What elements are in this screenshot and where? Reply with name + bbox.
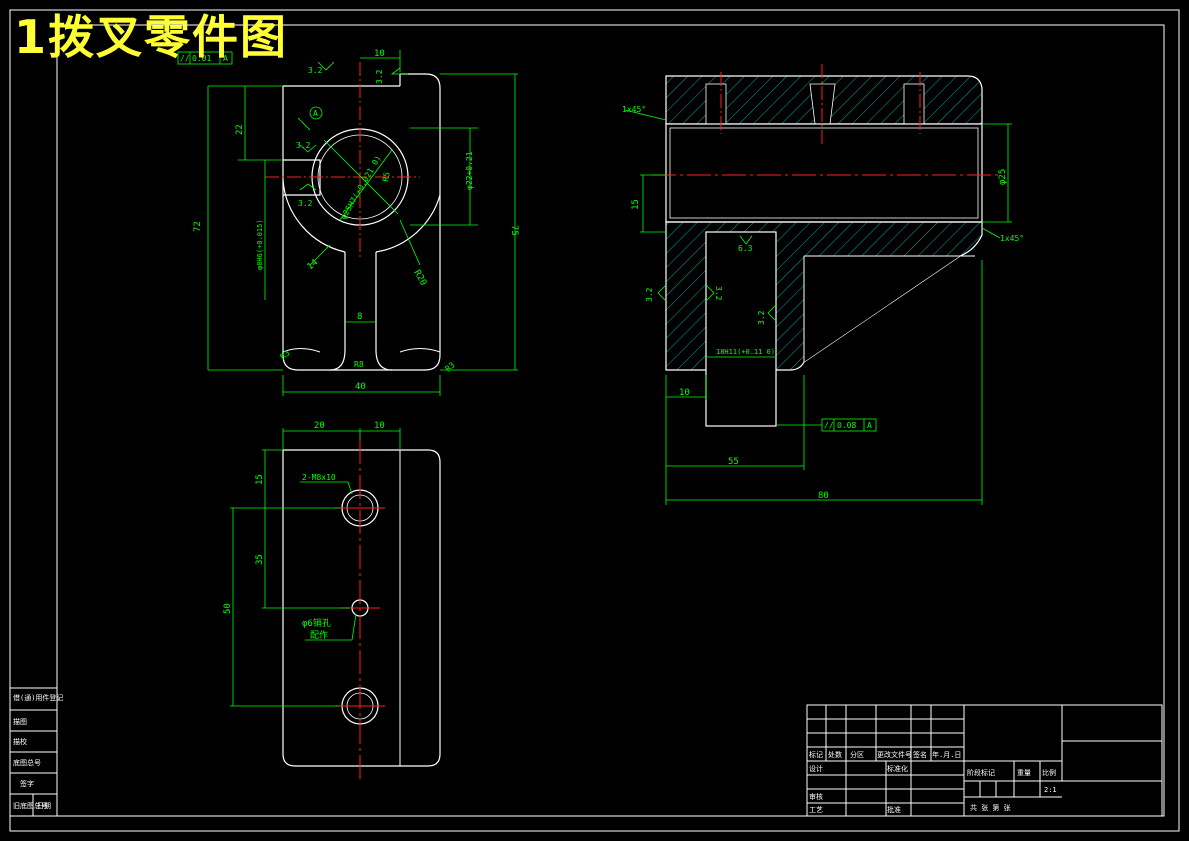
dim-b-h15: 15 xyxy=(255,474,265,485)
dim-b-h50: 50 xyxy=(223,603,233,614)
dim-r-large: R20 xyxy=(411,269,428,288)
strip-text-4: 底图总号 xyxy=(13,758,41,767)
tb-standard: 标准化 xyxy=(887,764,908,773)
strip-text-2: 描图 xyxy=(13,717,27,726)
strip-text-6: 旧底图总号 xyxy=(13,801,48,810)
rough-sec-3: 3.2 xyxy=(757,310,766,325)
dim-22: 22 xyxy=(235,124,245,135)
dim-slot-8: 8 xyxy=(357,312,362,322)
dim-bore: φ25H7(+0.021 0) xyxy=(339,154,383,221)
dim-left-vert: φ8H6(+0.015) xyxy=(256,219,264,270)
strip-text-3: 描校 xyxy=(13,737,27,746)
note-thread: 2-M8x10 xyxy=(302,473,336,482)
left-strip xyxy=(9,687,58,817)
dim-t14: 14 xyxy=(306,258,321,273)
tolerance-frame-front: // 0.01 A xyxy=(177,51,233,65)
note-pin-hole: φ6销孔 xyxy=(302,617,331,629)
dim-total-40: 40 xyxy=(355,382,366,392)
rough-front-4: 3.2 xyxy=(308,66,323,75)
tb-design: 设计 xyxy=(809,764,823,773)
dim-slot: 18H11(+0.11 0) xyxy=(716,348,775,356)
strip-text-1: 借(通)用件登记 xyxy=(13,693,63,702)
tol-sec-sym: // xyxy=(824,421,834,430)
inner-border xyxy=(56,24,1165,817)
tb-date: 年.月.日 xyxy=(932,750,961,759)
datum-a-label: A xyxy=(313,109,318,118)
section-view: // 0.08 A 1x45° 1x45° φ25 15 10 55 80 18… xyxy=(622,64,1024,505)
rough-front-3: 3.2 xyxy=(298,199,313,208)
outer-border xyxy=(9,9,1180,832)
tol-sec-datum: A xyxy=(867,421,872,430)
tb-review: 审核 xyxy=(809,792,823,801)
dim-b-w10: 10 xyxy=(374,421,385,431)
tb-sign: 签名 xyxy=(913,750,927,759)
tb-scale-value: 2:1 xyxy=(1044,786,1057,794)
strip-text-7: 日期 xyxy=(37,802,51,810)
note-pin-hole-2: 配作 xyxy=(310,629,328,641)
dim-75: 75 xyxy=(509,225,519,236)
tb-approve: 批准 xyxy=(887,805,901,814)
rough-sec-2: 3.2 xyxy=(714,286,723,301)
rough-sec-1: 3.2 xyxy=(645,287,654,302)
dim-bore-right: φ22+0.21 xyxy=(465,151,474,190)
bottom-view: 20 10 15 35 50 2-M8x10 φ6销孔 配作 xyxy=(223,421,441,780)
tb-mark: 标记 xyxy=(809,750,823,759)
dim-fillet-b: R8 xyxy=(354,360,364,369)
tb-zone: 分区 xyxy=(850,750,864,759)
dim-w10: 10 xyxy=(679,388,690,398)
dim-b-w20: 20 xyxy=(314,421,325,431)
tb-process: 工艺 xyxy=(809,806,823,814)
dim-72: 72 xyxy=(193,221,203,232)
dim-w55: 55 xyxy=(728,457,739,467)
strip-text-5: 签字 xyxy=(20,779,34,788)
tol-sec-val: 0.08 xyxy=(837,421,856,430)
dim-height-15: 15 xyxy=(631,199,641,210)
tb-change-doc: 更改文件号 xyxy=(877,750,912,759)
dim-w80: 80 xyxy=(818,491,829,501)
tolerance-frame-section: // 0.08 A xyxy=(821,418,877,432)
rough-front-2: 3.2 xyxy=(296,141,311,150)
dim-b-h35: 35 xyxy=(255,554,265,565)
front-view: A // 0.01 A 10 40 72 75 22 8 φ25H7(+0.02… xyxy=(177,49,519,396)
dim-chamfer-top: 1x45° xyxy=(622,105,646,114)
tb-weight: 重量 xyxy=(1017,769,1031,777)
dim-r63: 6.3 xyxy=(738,244,753,253)
tol-front-datum: A xyxy=(223,54,228,63)
title-block xyxy=(806,704,1163,817)
dim-r-small: R5 xyxy=(381,171,392,182)
dim-diam-25: φ25 xyxy=(998,169,1008,185)
datum-a-bubble xyxy=(309,106,323,120)
tb-count: 处数 xyxy=(828,750,842,759)
rough-front-1: 3.2 xyxy=(375,69,384,84)
dim-fillet-a: R3 xyxy=(279,348,292,361)
tb-sheets: 共 张 第 张 xyxy=(970,803,1011,812)
dim-top-10: 10 xyxy=(374,49,385,59)
tb-scale: 比例 xyxy=(1042,768,1056,777)
drawing-title: 1拨叉零件图 xyxy=(14,10,289,64)
dim-chamfer-bottom: 1x45° xyxy=(1000,234,1024,243)
tb-stage: 阶段标记 xyxy=(967,768,995,777)
tol-front-sym: // xyxy=(180,54,190,63)
tol-front-val: 0.01 xyxy=(192,54,211,63)
dim-fillet-c: R3 xyxy=(444,360,457,373)
